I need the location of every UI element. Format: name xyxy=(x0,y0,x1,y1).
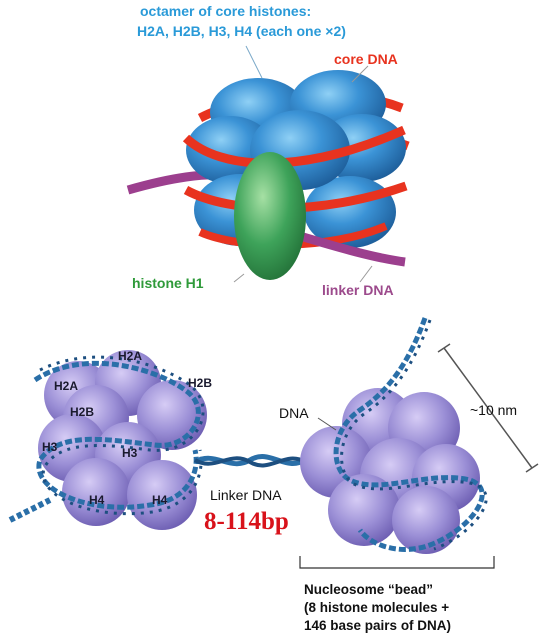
octamer-label-line1: octamer of core histones: xyxy=(140,3,312,19)
histone-label: H2A xyxy=(118,349,143,363)
leader-line xyxy=(317,417,337,431)
histone-h1-shape xyxy=(234,152,306,280)
leader-line xyxy=(351,65,369,83)
dna-helix xyxy=(333,317,485,552)
left-nucleosome-illustration xyxy=(8,350,207,530)
bead-label-line2: (8 histone molecules + xyxy=(304,600,450,615)
top-nucleosome-illustration xyxy=(126,45,410,283)
histone-label: H2B xyxy=(70,405,95,419)
octamer-label-line2: H2A, H2B, H3, H4 (each one ×2) xyxy=(137,23,346,39)
leader-line xyxy=(245,45,263,79)
leader-line xyxy=(233,273,245,283)
histone-label: H4 xyxy=(89,493,105,507)
bead-bracket xyxy=(299,556,495,569)
bead-label-line1: Nucleosome “bead” xyxy=(304,582,434,597)
core-dna-label: core DNA xyxy=(334,51,398,67)
leader-line xyxy=(359,265,373,283)
histone-label: H2A xyxy=(54,379,79,393)
histone-label: H3 xyxy=(42,440,58,454)
linker-bp-label: 8-114bp xyxy=(204,508,289,535)
right-nucleosome-illustration xyxy=(300,317,488,554)
histone-label: H3 xyxy=(122,446,138,460)
linker-dna-right xyxy=(298,231,406,267)
histone-h1-label: histone H1 xyxy=(132,275,204,291)
linker-dna-bottom-label: Linker DNA xyxy=(210,487,282,503)
bead-label-line3: 146 base pairs of DNA) xyxy=(304,618,452,633)
histone-label: H2B xyxy=(188,376,213,390)
size-scale-bar xyxy=(437,343,539,473)
linker-dna-label: linker DNA xyxy=(322,282,394,298)
size-label: ~10 nm xyxy=(470,402,518,418)
dna-label: DNA xyxy=(279,405,309,421)
histone-label: H4 xyxy=(152,493,168,507)
dna-helix xyxy=(33,360,201,510)
